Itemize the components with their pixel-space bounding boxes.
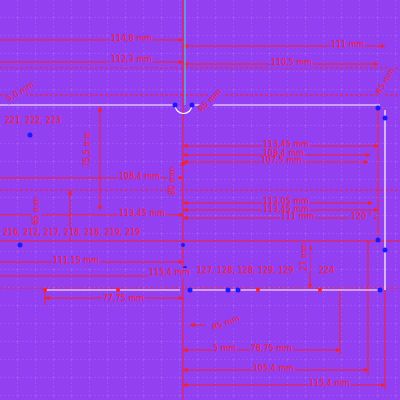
dimension-label: 224 bbox=[318, 266, 335, 276]
dimension-label: 75,5 mm bbox=[83, 130, 93, 168]
dimension-label: 105,4 mm bbox=[252, 364, 295, 374]
dimension-label: 5 mm bbox=[212, 344, 237, 354]
dimension-label: 80 mm bbox=[168, 166, 178, 196]
sketch-points bbox=[18, 103, 388, 293]
dimension-label: 78,75 mm bbox=[250, 344, 293, 354]
dimension-label: 221, 222, 223 bbox=[4, 116, 62, 126]
dimension-label: 113,45 mm bbox=[118, 209, 166, 219]
dimension-label: 107,5 mm bbox=[260, 156, 303, 166]
dimension-label: 110,5 mm bbox=[270, 58, 313, 68]
constraint-marks bbox=[43, 162, 322, 292]
dimension-label: 216, 212, 217, 218, 218, 219, 219 bbox=[2, 228, 141, 238]
dimension-label: 77,75 mm bbox=[102, 294, 145, 304]
dimension-label: 127, 128, 128, 129, 129 bbox=[196, 266, 295, 276]
sketch-outline bbox=[0, 105, 385, 290]
dimension-label: 108,4 mm bbox=[118, 172, 161, 182]
dimension-label: 65 mm bbox=[32, 196, 42, 226]
dimension-label: 120 ° bbox=[350, 212, 374, 222]
dimension-label: 114,8 mm bbox=[110, 34, 153, 44]
dimension-label: 115,4 mm bbox=[308, 379, 351, 389]
dimension-label: 115,4 mm bbox=[148, 268, 191, 278]
dimension-label: 112,3 mm bbox=[110, 55, 153, 65]
axis-line bbox=[185, 0, 186, 105]
dimension-label: 111 mm bbox=[280, 212, 315, 222]
dimension-label: 111 mm bbox=[330, 40, 365, 50]
dimension-label: 27 mm bbox=[300, 242, 310, 272]
dimension-label: 111,15 mm bbox=[52, 256, 100, 266]
